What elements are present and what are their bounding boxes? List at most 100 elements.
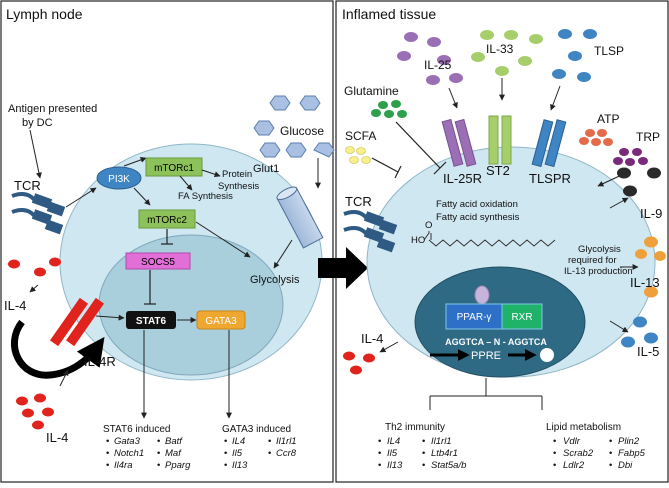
gene-item: Ltb4r1 [431,448,458,459]
svg-text:•: • [106,436,109,447]
gene-item: Maf [165,448,182,459]
output-tree [429,378,543,410]
st2-label: ST2 [486,163,510,178]
svg-text:•: • [378,460,381,471]
il33-dots [471,30,543,76]
gene-item: IL4 [387,436,400,447]
il5-arrow [609,320,629,333]
svg-text:•: • [609,448,612,459]
gata3-box [196,310,246,330]
il9-label: IL-9 [640,206,662,221]
pi3k-to-mtorc1-arrow [123,157,147,167]
svg-text:O: O [425,220,432,231]
svg-text:•: • [609,460,612,471]
stat6-induced-title: STAT6 induced [103,424,170,435]
il13-dots [635,236,666,298]
svg-text:•: • [268,448,271,459]
glut1-label: Glut1 [253,163,279,175]
svg-text:•: • [378,436,381,447]
rxr-label: RXR [511,312,532,323]
glucose-label: Glucose [280,124,324,138]
antigen-arrow [29,129,42,179]
glycolysis-label-left: Glycolysis [250,274,300,286]
il25r-label: IL-25R [443,171,482,186]
antigen-label-2: by DC [22,117,53,129]
glutamine-inhibit-line [395,121,441,169]
il9-dots [617,167,661,197]
glut1-to-glycolysis-arrow [273,239,293,269]
trp-label: TRP [636,130,660,144]
left-panel-frame [0,0,334,483]
il13-label: IL-13 [630,275,660,290]
tslp-label: TLSP [594,44,624,58]
pi3k-node [96,166,142,190]
st2-receptor [488,115,512,165]
glycolysis-right-2: required for [568,255,617,266]
mtorc2-box [138,209,196,229]
fa-synthesis-label: FA Synthesis [178,191,233,202]
svg-text:•: • [422,460,425,471]
il4-label-bottom: IL-4 [46,430,68,445]
trp-dots [613,148,648,166]
gene-item: Notch1 [114,448,144,459]
transition-arrow [318,247,368,289]
il5-label: IL-5 [637,344,659,359]
mtorc1-label: mTORc1 [154,163,194,174]
protein-synthesis-2: Synthesis [218,181,259,192]
svg-text:•: • [422,436,425,447]
il4r-receptor [49,297,105,347]
gene-item: Scrab2 [563,448,594,459]
svg-text:•: • [224,460,227,471]
ppre-label: PPRE [471,350,501,362]
right-panel-title: Inflamed tissue [342,6,436,22]
svg-text:•: • [268,436,271,447]
mtorc1-box [145,157,203,177]
fatty-acid-molecule: HO O [411,220,556,247]
stat6-box [126,311,176,329]
svg-text:•: • [553,436,556,447]
gene-item: Dbi [618,460,633,471]
gene-item: Vdlr [563,436,581,447]
atp-dots [579,129,613,146]
il4-feedback-arrow [10,319,105,379]
rxr-box [501,303,543,330]
il4-dots-right [343,351,375,375]
th2-title: Th2 immunity [385,422,445,433]
ppar-label: PPAR-γ [457,312,492,323]
left-panel-title: Lymph node [6,6,83,22]
antigen-label-1: Antigen presented [8,103,97,115]
glycolysis-right-1: Glycolysis [578,244,621,255]
pi3k-label: PI3K [108,174,130,185]
scfa-label: SCFA [345,129,376,143]
ppre-circle [540,348,554,362]
fao-label: Fatty acid oxidation [436,199,518,210]
gene-item: Fabp5 [618,448,646,459]
stat6-induced-list: •Gata3 •Notch1 •Il4ra •Batf •Maf •Pparg [106,436,191,471]
socs5-box [125,252,191,270]
protein-synthesis-1: Protein [222,169,252,180]
gene-item: Il13 [387,460,403,471]
il33-label: IL-33 [486,42,514,56]
il4-dots-top [8,257,61,277]
svg-text:•: • [157,448,160,459]
mtorc2-label: mTORc2 [147,215,187,226]
ppar-box [445,303,503,330]
ligand-oval [474,285,490,305]
svg-text:•: • [553,460,556,471]
il4r-to-stat6-arrow [95,314,125,321]
th2-list: •IL4 •Il5 •Il13 •Il1rl1 •Ltb4r1 •Stat5a/… [378,436,466,471]
svg-text:•: • [378,448,381,459]
il4-top-arrow [29,284,39,293]
svg-text:•: • [157,436,160,447]
gata3-label: GATA3 [205,316,237,327]
mtorc1-to-fa-arrow [179,175,193,191]
svg-text:•: • [106,460,109,471]
il5-dots [621,316,658,348]
gene-item: Gata3 [114,436,141,447]
mtorc2-to-glycolysis-arrow [195,221,251,258]
tcr-label-right: TCR [345,194,372,209]
svg-text:•: • [422,448,425,459]
tslpr-receptor [531,119,567,168]
socs5-label: SOCS5 [141,257,175,268]
